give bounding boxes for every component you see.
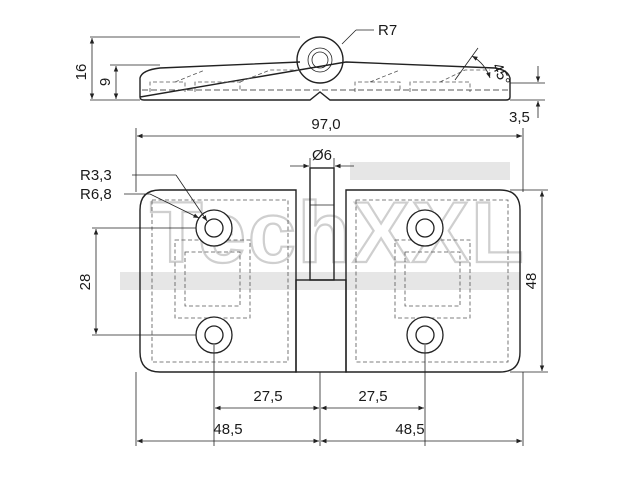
dim-label-hole-to-axis-left: 27,5 <box>253 388 282 405</box>
dim-label-hole-to-axis-right: 27,5 <box>358 388 387 405</box>
hole-bottom-right <box>406 316 444 354</box>
watermark-logo: TechXXL <box>120 162 525 290</box>
dim-label-half-length-left: 48,5 <box>213 421 242 438</box>
knuckle-pin <box>311 51 329 69</box>
dim-label-leaf-height: 9 <box>97 78 114 86</box>
leader-r3-3 <box>175 174 208 222</box>
hole-top-right <box>406 209 444 247</box>
hole-top-left <box>195 209 233 247</box>
side-view-hidden-left <box>149 69 300 92</box>
right-leaf-outline <box>345 189 521 373</box>
angle-arc-45 <box>471 55 491 79</box>
dim-label-leaf-thickness: 3,5 <box>509 109 530 126</box>
left-leaf-hidden-recess <box>151 199 289 363</box>
dim-label-overall-width: 48 <box>523 273 540 290</box>
side-view-leaf-outline <box>139 61 511 101</box>
hole-top-left-inner <box>204 218 224 238</box>
front-view: Ø6 R3,3 R6,8 28 48 27,5 27,5 48,5 <box>77 147 548 446</box>
knuckle-outer <box>296 36 344 84</box>
dim-label-total-height: 16 <box>73 64 90 81</box>
right-leaf-hidden-recess <box>355 199 509 363</box>
left-leaf-outline <box>139 189 297 373</box>
dim-label-overall-length: 97,0 <box>311 116 340 133</box>
hole-bottom-right-inner <box>415 325 435 345</box>
dim-label-hole-spacing: 28 <box>77 274 94 291</box>
side-view: 16 9 R7 45° 3,5 <box>73 22 545 126</box>
leader-r6-8 <box>149 193 200 219</box>
knuckle-pin-bore <box>307 47 333 73</box>
hole-bottom-left-inner <box>204 325 224 345</box>
leader-r7 <box>341 29 357 45</box>
lower-knuckle <box>295 279 347 373</box>
dim-label-countersink-radius: R3,3 <box>80 167 112 184</box>
hole-top-right-inner <box>415 218 435 238</box>
pin-shaft <box>309 167 335 281</box>
side-view-hidden-right <box>354 69 490 92</box>
dim-label-knuckle-radius: R7 <box>378 22 397 39</box>
dim-label-half-length-right: 48,5 <box>395 421 424 438</box>
angle-line-45 <box>454 47 479 81</box>
dim-label-pin-diameter: Ø6 <box>312 147 332 164</box>
dim-overall-length: 97,0 <box>135 116 524 192</box>
dim-label-outer-radius: R6,8 <box>80 186 112 203</box>
hole-bottom-left <box>195 316 233 354</box>
